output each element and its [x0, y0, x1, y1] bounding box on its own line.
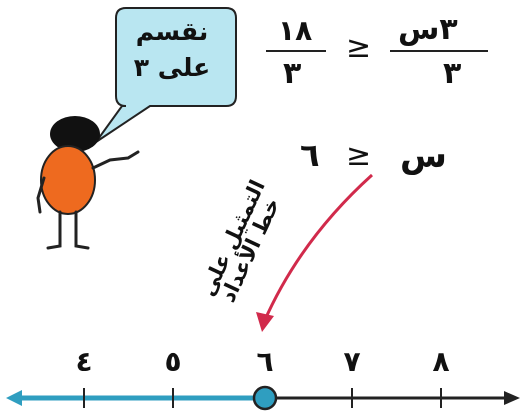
eq1-operator: ≥ — [346, 30, 371, 65]
eq1-lhs-numerator: ٣س — [398, 12, 458, 47]
number-line-left-arrowhead — [6, 390, 22, 406]
bubble-line-2: على ٣ — [118, 50, 226, 86]
bubble-line-1: نقسم — [118, 14, 226, 50]
eq2-lhs: س — [400, 136, 447, 176]
closed-point-6 — [254, 387, 276, 409]
tick-label-7: ٧ — [332, 345, 372, 378]
character-leg-right — [76, 212, 88, 248]
tick-label-4: ٤ — [64, 345, 104, 378]
bubble-text: نقسم على ٣ — [118, 14, 226, 86]
character-body — [41, 146, 95, 214]
eq1-rhs-denominator: ٣ — [283, 56, 301, 91]
eq1-lhs-denominator: ٣ — [443, 56, 461, 91]
curved-arrow — [264, 175, 372, 322]
tick-label-6: ٦ — [245, 345, 285, 378]
eq1-rhs-numerator: ١٨ — [278, 14, 312, 47]
eq2-rhs: ٦ — [300, 136, 320, 174]
tick-label-8: ٨ — [421, 345, 461, 378]
character-leg-left — [48, 212, 60, 248]
number-line-right-arrowhead — [504, 391, 520, 405]
curved-arrow-head — [256, 312, 274, 332]
tick-label-5: ٥ — [153, 345, 193, 378]
character-arm-right — [93, 152, 138, 168]
eq2-operator: ≥ — [346, 138, 371, 173]
